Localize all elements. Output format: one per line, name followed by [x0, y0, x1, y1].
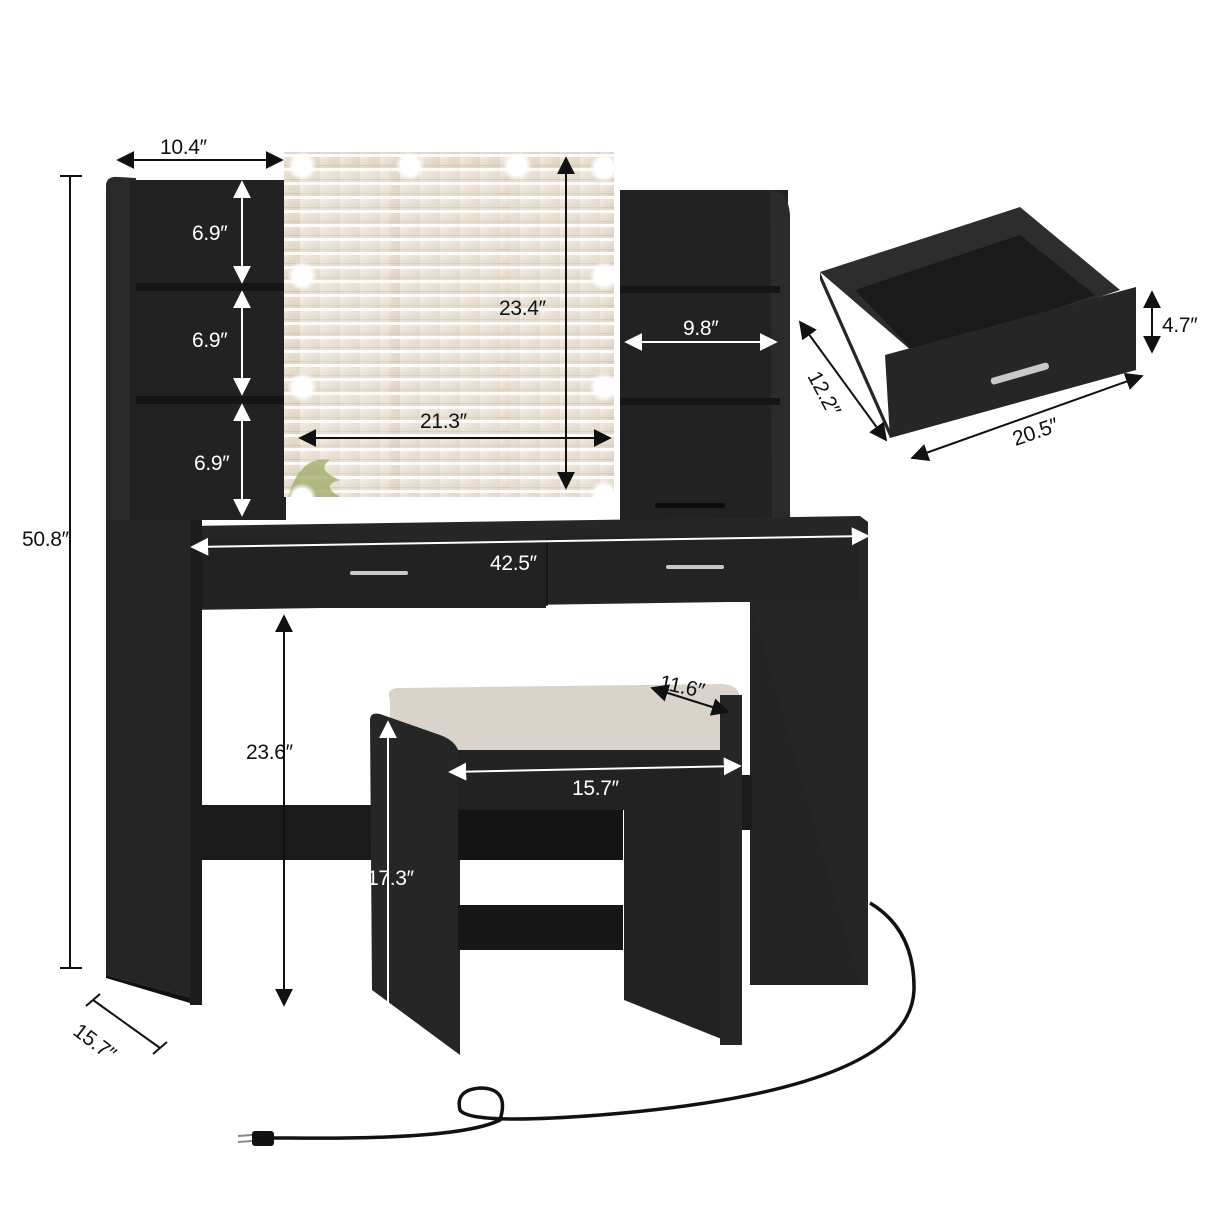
vanity-desk	[106, 151, 868, 1005]
dim-shelf-gap-3: 6.9″	[194, 452, 230, 475]
dim-stool-height: 17.3″	[367, 867, 414, 890]
dim-shelf-width-right: 9.8″	[683, 317, 719, 340]
dim-desk-width: 42.5″	[490, 552, 537, 575]
dim-knee-clearance: 23.6″	[246, 741, 293, 764]
dim-shelf-gap-1: 6.9″	[192, 222, 228, 245]
dim-mirror-height: 23.4″	[499, 297, 546, 320]
drawer-handle-right	[666, 565, 724, 569]
dim-total-height: 50.8″	[22, 528, 69, 551]
drawer-inset	[820, 207, 1136, 438]
dim-mirror-width: 21.3″	[420, 410, 467, 433]
dim-stool-width: 15.7″	[572, 777, 619, 800]
power-cord	[270, 901, 916, 1140]
bulb-icons	[287, 151, 619, 513]
dimension-lines-white	[190, 180, 870, 1052]
dim-drawer-height: 4.7″	[1162, 314, 1198, 337]
vanity-stool	[370, 684, 742, 1055]
dimension-lines-black	[60, 151, 1161, 1055]
dim-shelf-width-left: 10.4″	[160, 136, 207, 159]
plug-icon	[237, 1131, 274, 1146]
drawer-handle-left	[350, 571, 408, 575]
dim-shelf-gap-2: 6.9″	[192, 329, 228, 352]
